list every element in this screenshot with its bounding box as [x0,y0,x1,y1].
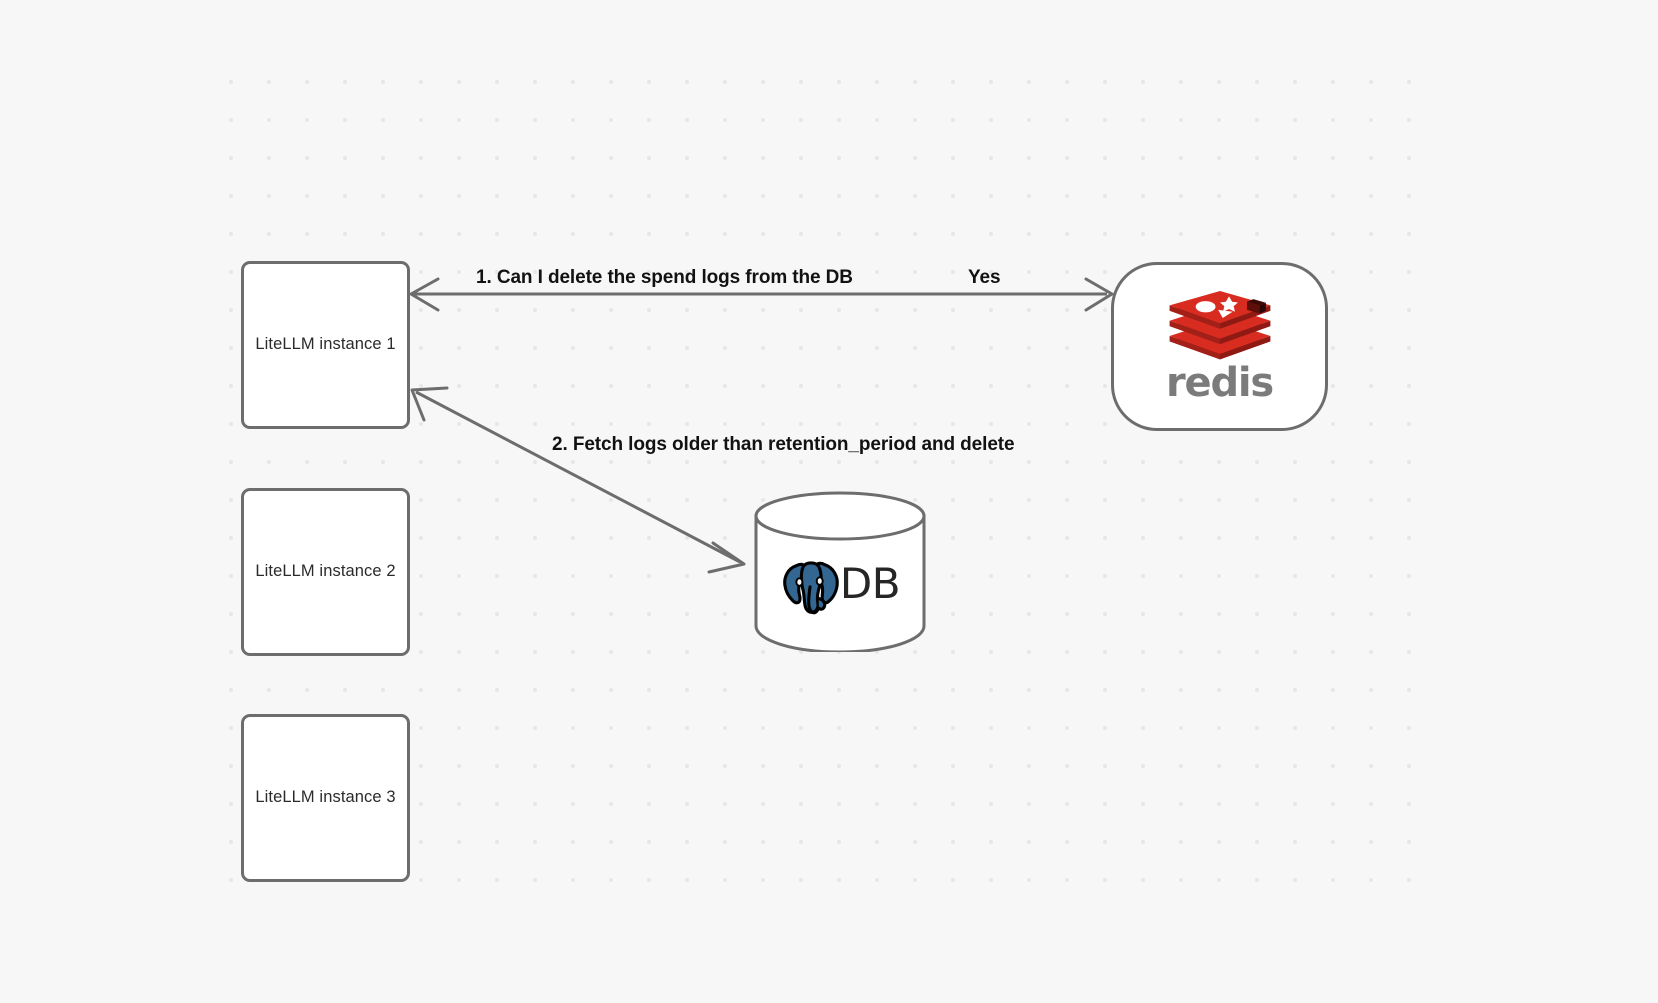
arrowhead-to-redis [1084,277,1114,312]
edge-label-step-1: 1. Can I delete the spend logs from the … [476,267,853,288]
edge-line-2 [415,390,741,564]
node-redis[interactable]: redis [1111,262,1328,431]
node-litellm-instance-3-label: LiteLLM instance 3 [255,788,396,807]
edge-label-step-2: 2. Fetch logs older than retention_perio… [552,434,1015,455]
redis-logo-icon [1169,290,1270,359]
database-label: DB [839,559,901,608]
node-litellm-instance-3[interactable]: LiteLLM instance 3 [241,714,410,882]
redis-wordmark-label: redis [1165,359,1274,406]
database-logo-row: DB [753,544,927,624]
postgresql-elephant-icon [783,561,839,615]
edge-litellm1-database [410,386,746,574]
database-cylinder-shape [754,491,926,652]
node-litellm-instance-2[interactable]: LiteLLM instance 2 [241,488,410,656]
arrowhead-to-litellm1 [409,277,440,312]
arrowhead-to-database [707,541,746,574]
node-litellm-instance-2-label: LiteLLM instance 2 [255,562,396,581]
node-database[interactable]: DB [753,490,927,652]
edge-label-yes: Yes [968,267,1001,288]
arrowhead-to-litellm1-db [410,386,449,422]
node-litellm-instance-1[interactable]: LiteLLM instance 1 [241,261,410,429]
node-litellm-instance-1-label: LiteLLM instance 1 [255,335,396,354]
